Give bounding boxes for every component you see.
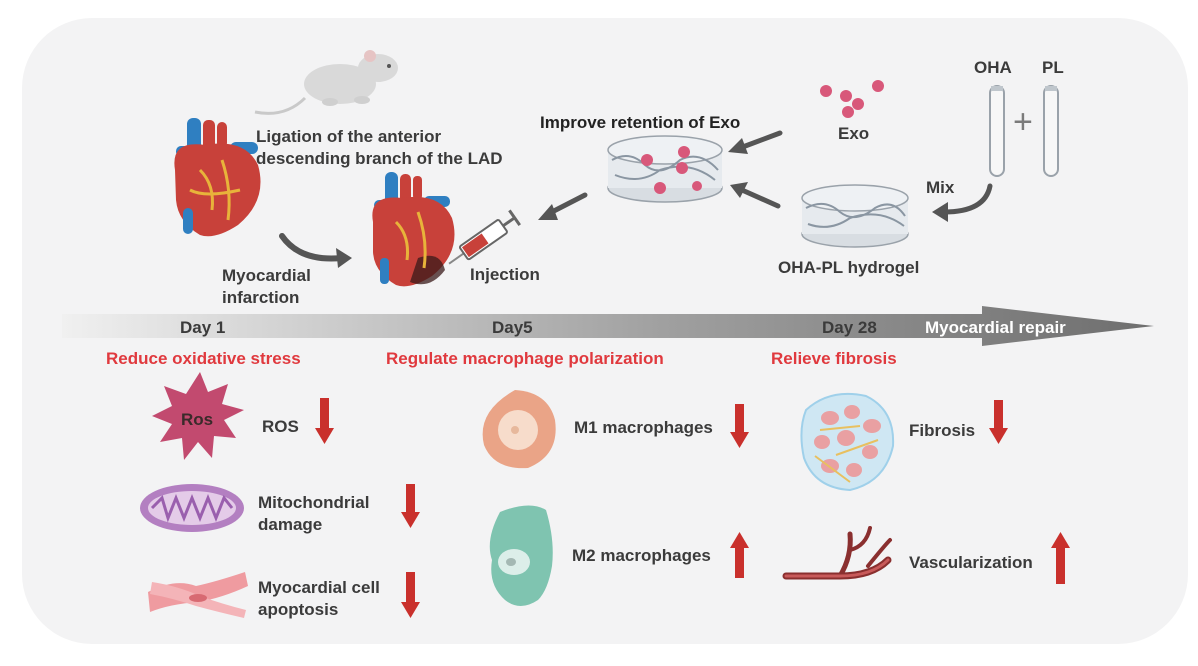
- mi-label-line1: Myocardial: [222, 266, 311, 285]
- macrophage-heading: Regulate macrophage polarization: [386, 349, 664, 368]
- ros-cell-label: Ros: [181, 410, 214, 429]
- fibrosis-heading: Relieve fibrosis: [771, 349, 897, 368]
- oha-label: OHA: [974, 58, 1012, 77]
- retention-label: Improve retention of Exo: [540, 113, 741, 132]
- day1-label: Day 1: [180, 318, 226, 337]
- plus-sign: +: [1013, 103, 1033, 141]
- hydrogel-label: OHA-PL hydrogel: [778, 258, 920, 277]
- pl-label: PL: [1042, 58, 1064, 77]
- apoptosis-label-line1: Myocardial cell: [258, 578, 380, 597]
- mix-label: Mix: [926, 178, 955, 197]
- mi-label-line2: infarction: [222, 288, 300, 307]
- injection-label: Injection: [470, 265, 540, 284]
- apoptosis-label-line2: apoptosis: [258, 600, 339, 619]
- ligation-label-line2: descending branch of the LAD: [256, 149, 503, 168]
- ros-label: ROS: [262, 417, 299, 436]
- m2-label: M2 macrophages: [572, 546, 711, 565]
- myocardial-repair-label: Myocardial repair: [925, 318, 1066, 337]
- day28-label: Day 28: [822, 318, 877, 337]
- mito-label-line2: damage: [258, 515, 323, 534]
- mito-label-line1: Mitochondrial: [258, 493, 370, 512]
- m1-label: M1 macrophages: [574, 418, 713, 437]
- exo-label: Exo: [838, 124, 870, 143]
- oxidative-heading: Reduce oxidative stress: [106, 349, 301, 368]
- ligation-label-line1: Ligation of the anterior: [256, 127, 442, 146]
- fibrosis-label: Fibrosis: [909, 421, 976, 440]
- day5-label: Day5: [492, 318, 533, 337]
- vascularization-label: Vascularization: [909, 553, 1033, 572]
